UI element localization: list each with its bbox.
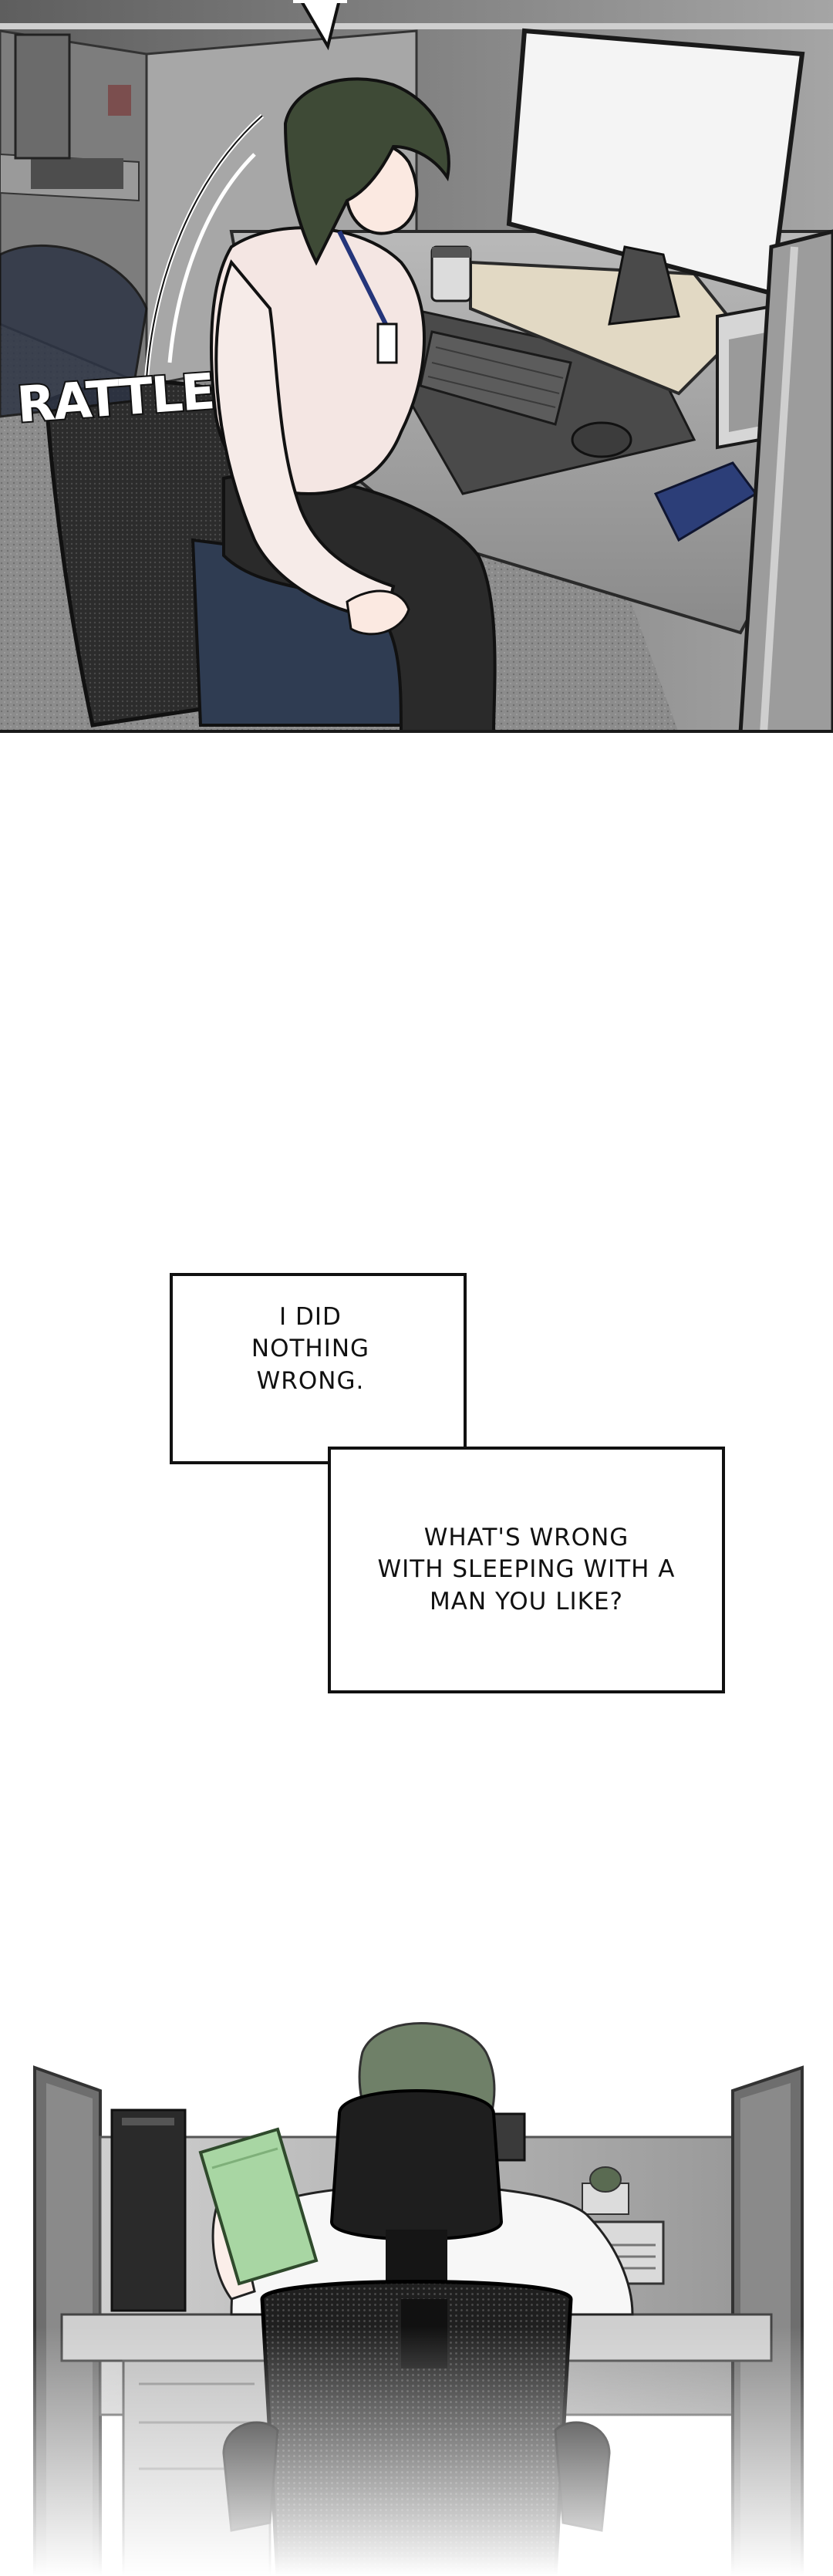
caption-text-1: I DID NOTHING WRONG.	[251, 1302, 370, 1395]
office-panel-top: RATTLE	[0, 0, 833, 733]
office-scene-illustration	[0, 0, 833, 730]
cubicle-scene-illustration	[0, 2021, 833, 2576]
caption-box-1: I DID NOTHING WRONG.	[170, 1273, 467, 1464]
office-panel-bottom	[0, 2021, 833, 2576]
caption-box-2: WHAT'S WRONG WITH SLEEPING WITH A MAN YO…	[328, 1447, 725, 1693]
caption-text-2: WHAT'S WRONG WITH SLEEPING WITH A MAN YO…	[377, 1523, 676, 1615]
